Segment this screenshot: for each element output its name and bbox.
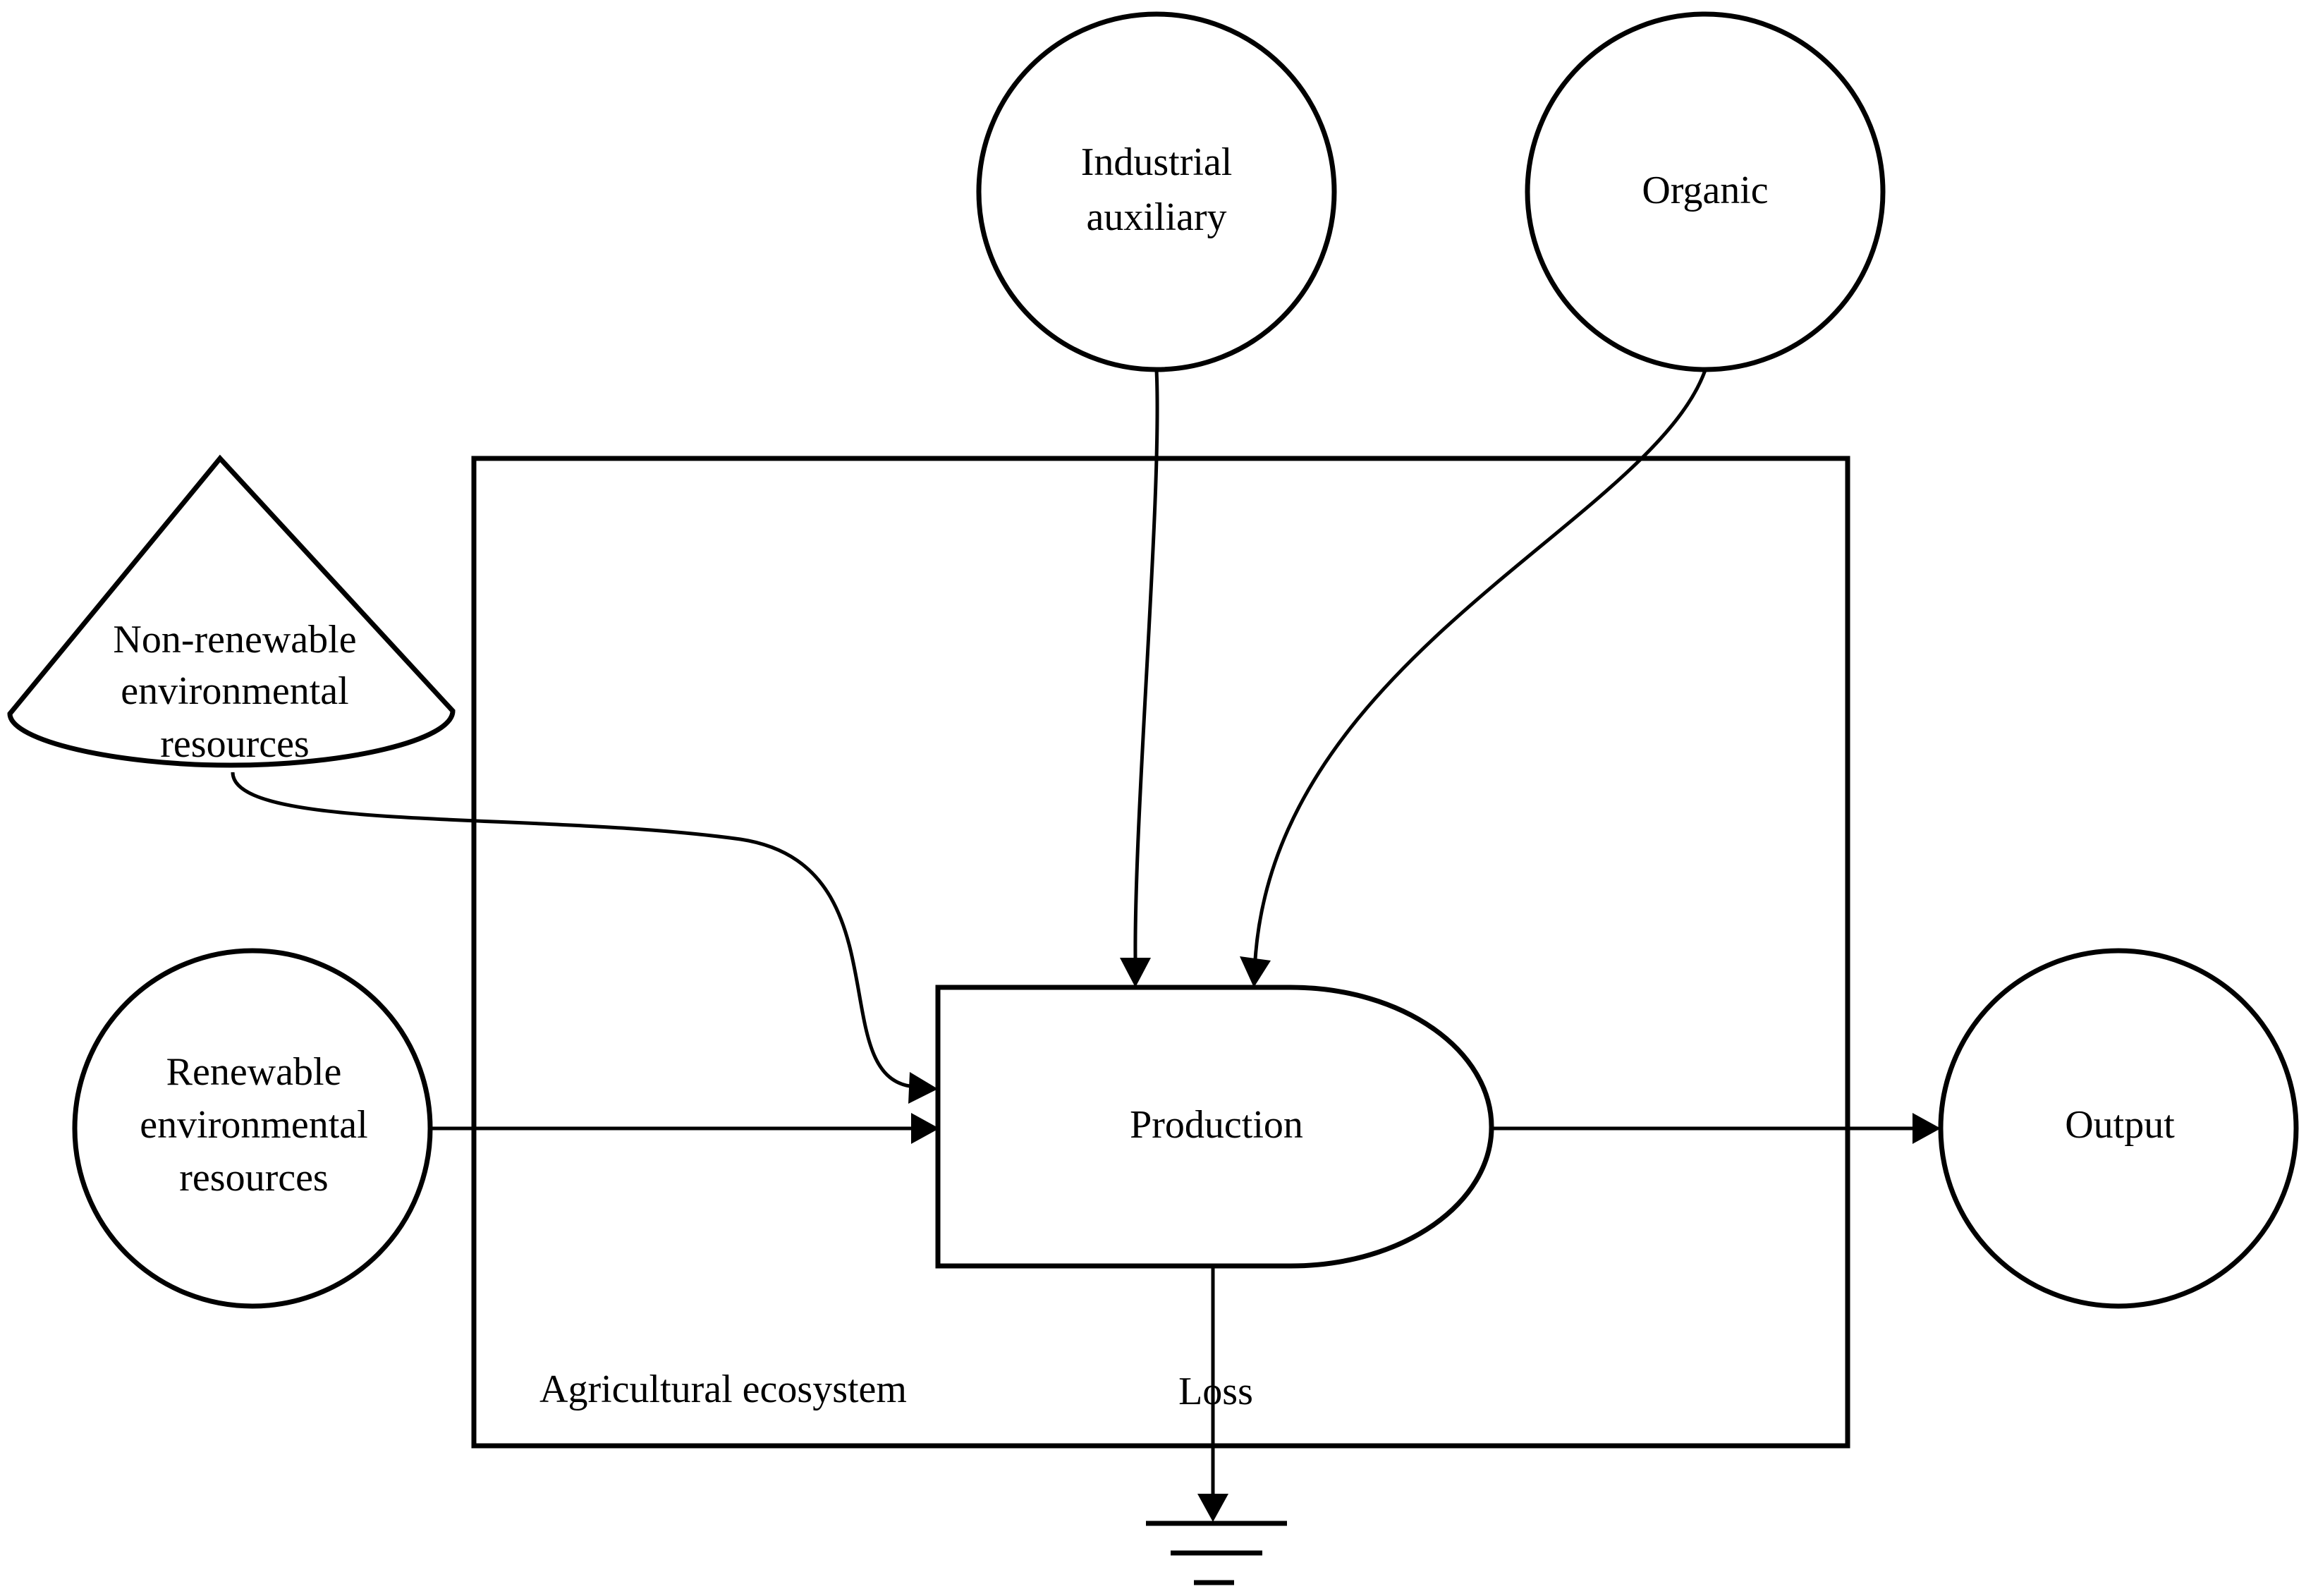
- output-node: [1938, 948, 2299, 1309]
- flow-industrial-to-production: [1133, 370, 1159, 960]
- arrowhead-organic: [1240, 956, 1271, 987]
- loss-label: Loss: [1178, 1370, 1253, 1413]
- organic-label: Organic: [1642, 169, 1768, 212]
- non-renewable-label-line-1: Non-renewable: [113, 618, 356, 662]
- system-boundary: [471, 456, 1850, 1449]
- renewable-label-line-1: Renewable: [166, 1050, 342, 1094]
- arrowhead-output: [1912, 1113, 1941, 1144]
- industrial-auxiliary-node: [976, 11, 1337, 372]
- arrowhead-nonrenewable: [908, 1072, 938, 1104]
- arrowhead-renewable: [911, 1113, 939, 1144]
- organic-node: [1525, 11, 1886, 372]
- system-label: Agricultural ecosystem: [539, 1367, 907, 1411]
- arrowhead-industrial: [1120, 958, 1151, 987]
- non-renewable-resources-node: [7, 454, 456, 768]
- production-node: [935, 985, 1494, 1269]
- output-label: Output: [2065, 1103, 2175, 1147]
- flow-organic-to-production: [1253, 370, 1707, 960]
- renewable-label-line-3: resources: [179, 1156, 328, 1200]
- industrial-auxiliary-label-line-2: auxiliary: [1086, 195, 1226, 239]
- non-renewable-label-line-2: environmental: [121, 669, 348, 713]
- industrial-auxiliary-label-line-1: Industrial: [1081, 140, 1233, 184]
- non-renewable-label-line-3: resources: [160, 722, 309, 766]
- renewable-resources-node: [72, 948, 433, 1309]
- flow-nonrenewable-to-production: [231, 772, 910, 1088]
- arrowhead-loss: [1197, 1494, 1228, 1522]
- renewable-label-line-2: environmental: [140, 1103, 367, 1147]
- production-label: Production: [1130, 1103, 1303, 1147]
- heat-sink-icon: [1146, 1521, 1287, 1585]
